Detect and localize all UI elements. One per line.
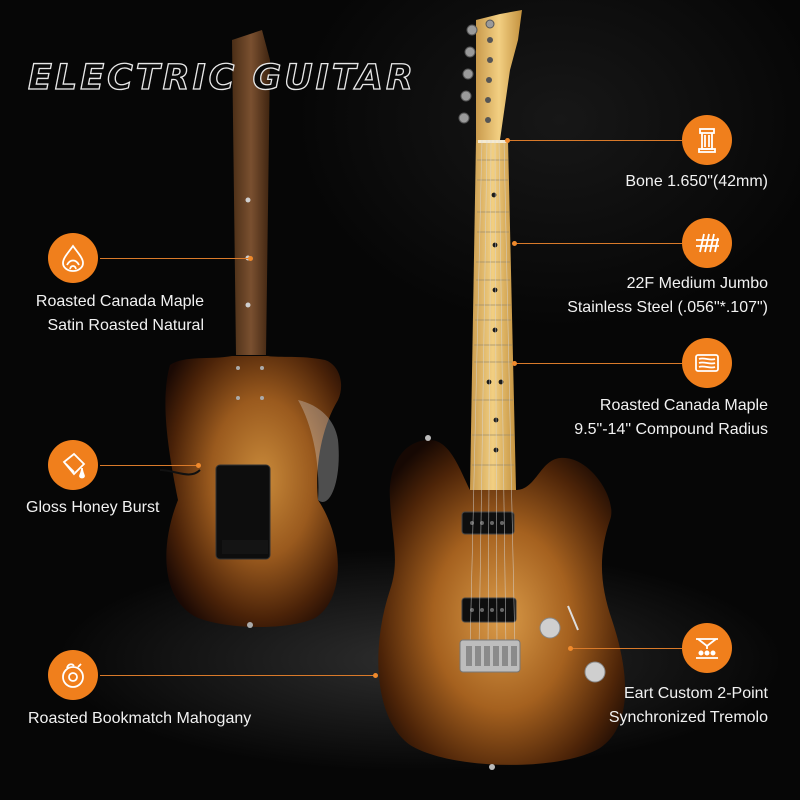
frets-icon	[682, 218, 732, 268]
connector-line	[100, 675, 375, 677]
connector-line	[507, 140, 682, 142]
feature-label-fretboard: Roasted Canada Maple 9.5"-14" Compound R…	[520, 394, 768, 442]
feature-line: Eart Custom 2-Point	[623, 685, 768, 702]
connector-line	[514, 243, 682, 245]
connector-line	[514, 363, 682, 365]
connector-dot	[196, 463, 201, 468]
feature-line: Gloss Honey Burst	[26, 499, 160, 516]
connector-dot	[373, 673, 378, 678]
connector-dot	[512, 361, 517, 366]
feature-label-neck-back: Roasted Canada Maple Satin Roasted Natur…	[22, 290, 204, 338]
feature-label-frets: 22F Medium Jumbo Stainless Steel (.056"*…	[520, 272, 768, 320]
feature-line: 22F Medium Jumbo	[626, 275, 768, 292]
guitar-front-view	[378, 10, 626, 770]
page-title: ELECTRIC GUITAR	[27, 57, 416, 98]
feature-line: Satin Roasted Natural	[47, 317, 204, 334]
connector-dot	[512, 241, 517, 246]
feature-line: Bone 1.650"(42mm)	[625, 173, 768, 190]
feature-line: Roasted Canada Maple	[599, 397, 768, 414]
guitar-back-view	[159, 30, 342, 628]
feature-line: Roasted Bookmatch Mahogany	[28, 710, 252, 727]
connector-line	[100, 258, 250, 260]
feature-label-nut: Bone 1.650"(42mm)	[568, 170, 768, 194]
paint-bucket-icon	[48, 440, 98, 490]
feature-line: 9.5"-14" Compound Radius	[574, 421, 768, 438]
nut-icon	[682, 115, 732, 165]
feature-line: Stainless Steel (.056"*.107")	[567, 299, 768, 316]
feature-label-bridge: Eart Custom 2-Point Synchronized Tremolo	[520, 682, 768, 730]
connector-line	[570, 648, 682, 650]
fretboard-icon	[682, 338, 732, 388]
wood-log-icon	[48, 650, 98, 700]
connector-dot	[248, 256, 253, 261]
wood-drop-icon	[48, 233, 98, 283]
connector-line	[100, 465, 198, 467]
connector-dot	[568, 646, 573, 651]
feature-line: Synchronized Tremolo	[608, 709, 768, 726]
tremolo-icon	[682, 623, 732, 673]
feature-line: Roasted Canada Maple	[35, 293, 204, 310]
connector-dot	[505, 138, 510, 143]
feature-label-body-wood: Roasted Bookmatch Mahogany	[28, 707, 251, 731]
feature-label-finish: Gloss Honey Burst	[26, 496, 159, 520]
